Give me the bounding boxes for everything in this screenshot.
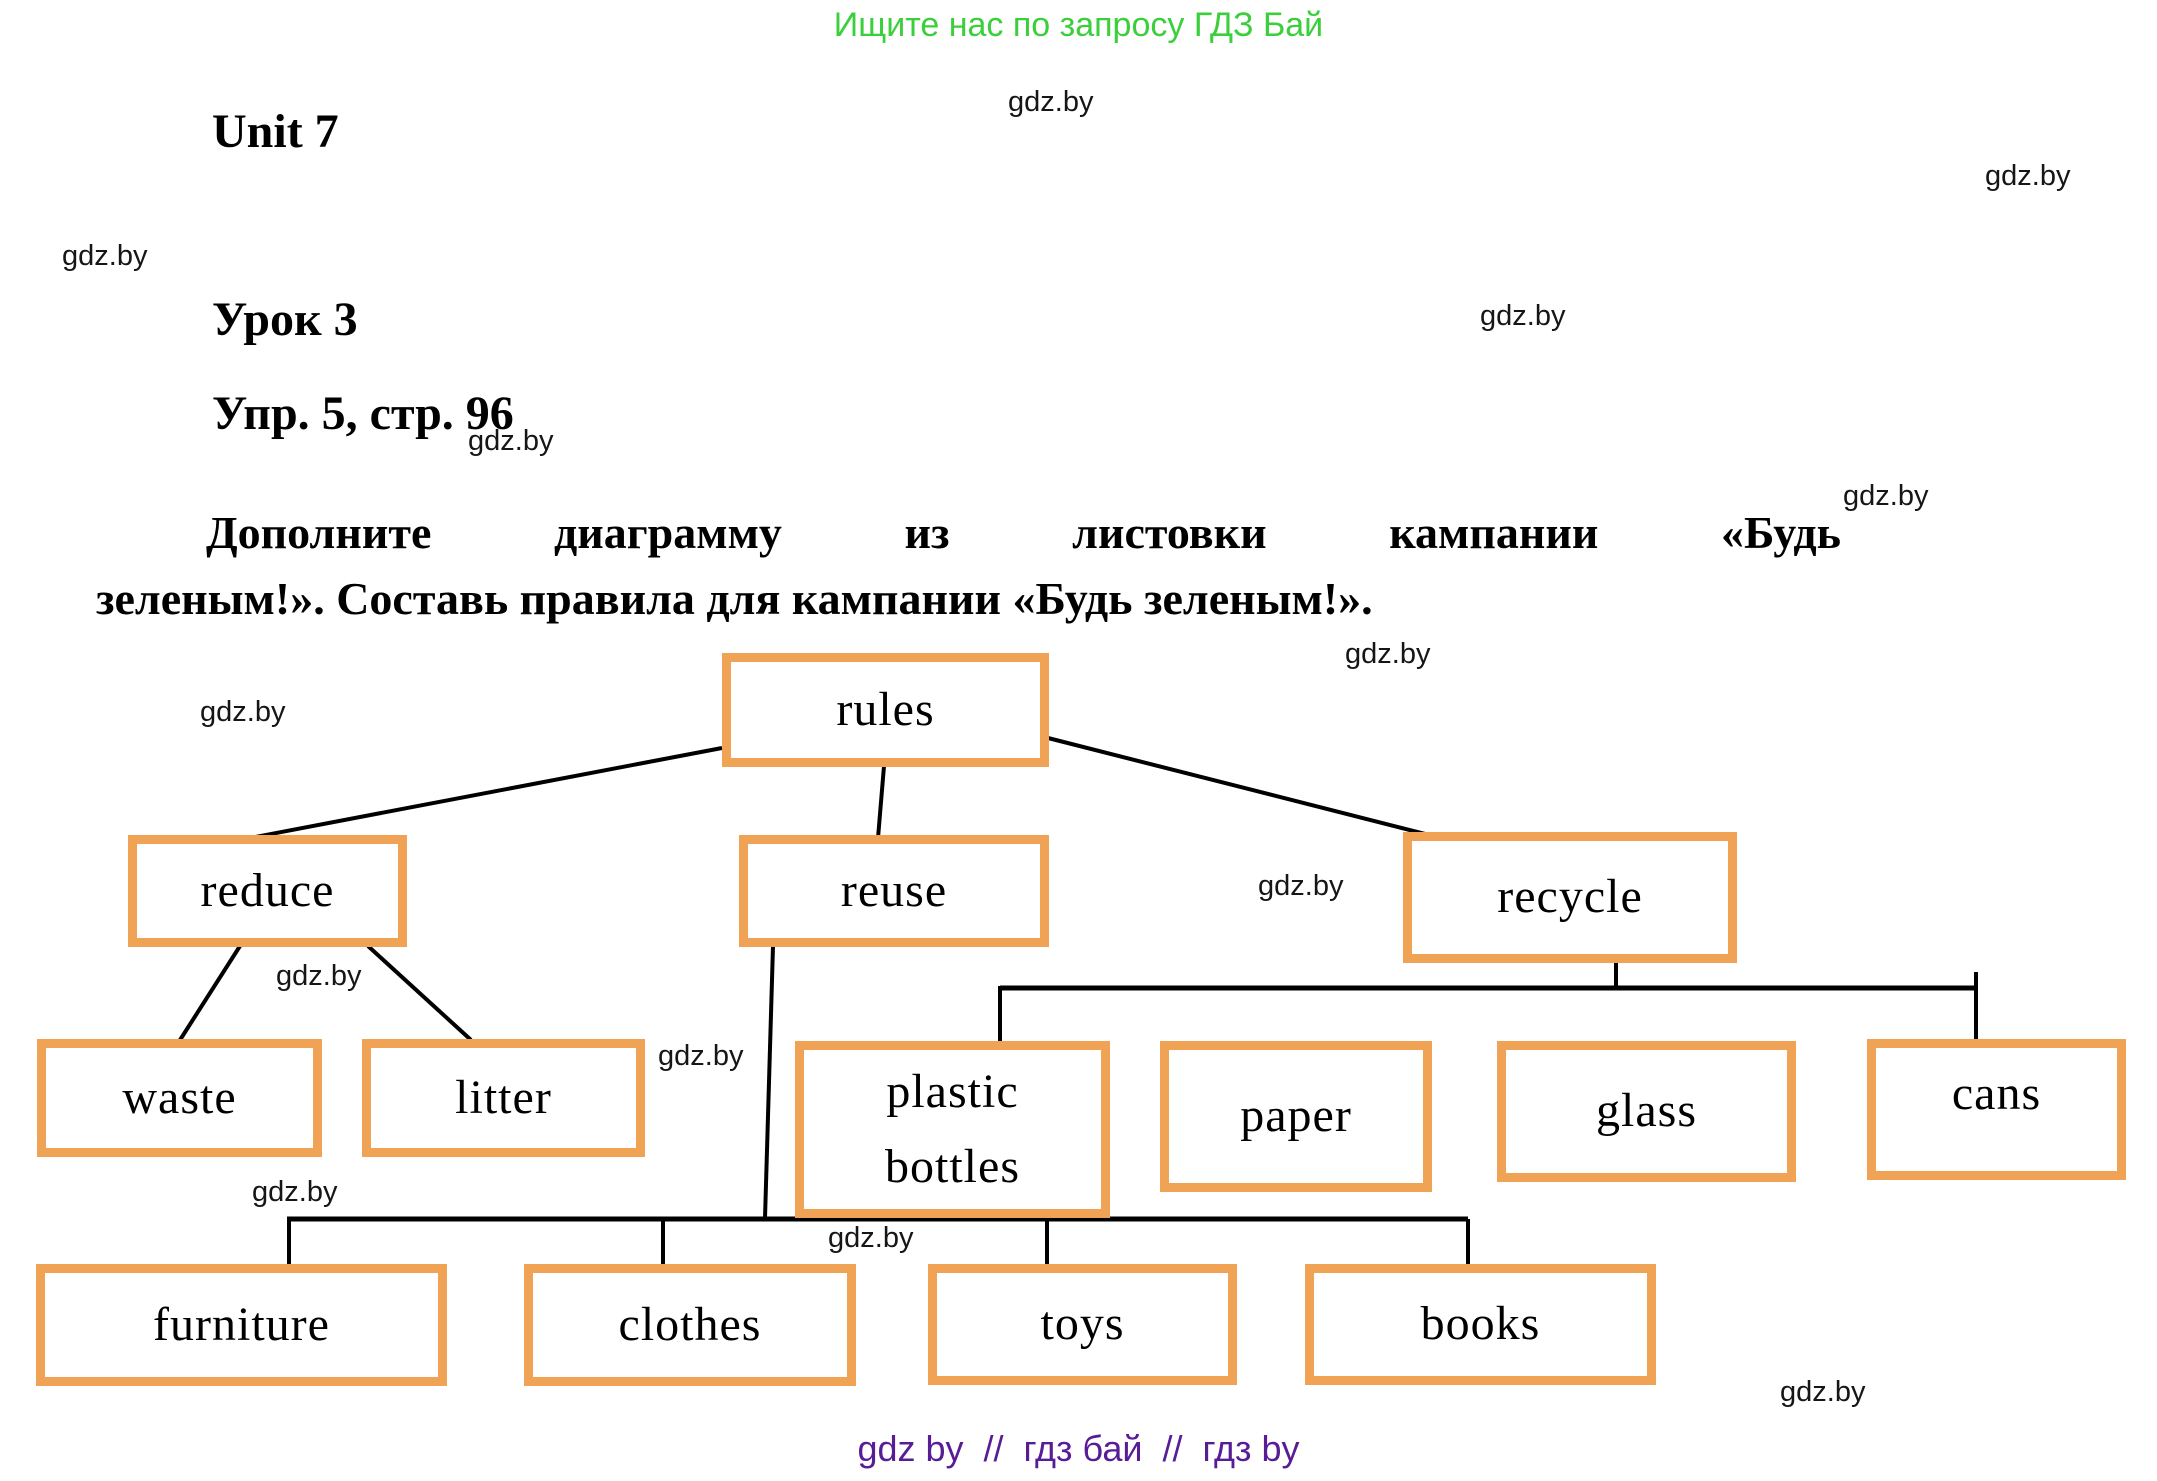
- node-books-label: books: [1420, 1297, 1541, 1351]
- node-waste-label: waste: [122, 1070, 237, 1124]
- node-cans: cans: [1867, 1039, 2126, 1180]
- node-toys: toys: [928, 1264, 1237, 1385]
- exercise-title: Упр. 5, стр. 96: [212, 387, 514, 440]
- gdz-watermark: gdz.by: [468, 425, 554, 457]
- task-text: Дополните диаграмму из листовки кампании…: [96, 500, 1841, 632]
- node-reuse: reuse: [739, 835, 1049, 947]
- node-glass-label: glass: [1596, 1084, 1697, 1138]
- gdz-watermark: gdz.by: [658, 1040, 744, 1072]
- node-plastic-bottles: plastic bottles: [795, 1041, 1110, 1218]
- gdz-watermark: gdz.by: [1843, 480, 1929, 512]
- node-reduce-label: reduce: [200, 863, 335, 917]
- lesson-title: Урок 3: [212, 293, 358, 346]
- node-clothes-label: clothes: [618, 1297, 762, 1351]
- node-waste: waste: [37, 1039, 322, 1157]
- edge-reduce-litter: [366, 944, 473, 1042]
- node-rules-label: rules: [836, 682, 935, 736]
- gdz-watermark: gdz.by: [200, 696, 286, 728]
- gdz-watermark: gdz.by: [828, 1222, 914, 1254]
- node-toys-label: toys: [1040, 1297, 1125, 1351]
- promo-banner: Ищите нас по запросу ГДЗ Бай: [833, 6, 1324, 44]
- edge-reduce-waste: [178, 944, 242, 1042]
- gdz-watermark: gdz.by: [1780, 1376, 1866, 1408]
- node-reuse-label: reuse: [840, 863, 948, 917]
- node-rules: rules: [722, 653, 1049, 767]
- gdz-watermark: gdz.by: [276, 960, 362, 992]
- gdz-watermark: gdz.by: [252, 1176, 338, 1208]
- node-litter: litter: [362, 1039, 645, 1157]
- gdz-watermark: gdz.by: [62, 240, 148, 272]
- gdz-watermark: gdz.by: [1008, 86, 1094, 118]
- node-clothes: clothes: [524, 1264, 856, 1386]
- node-litter-label: litter: [455, 1070, 552, 1124]
- gdz-watermark: gdz.by: [1985, 160, 2071, 192]
- footer-watermark: gdz by // гдз бай // гдз by: [857, 1428, 1300, 1469]
- gdz-watermark: gdz.by: [1258, 870, 1344, 902]
- node-paper: paper: [1160, 1041, 1432, 1192]
- unit-title: Unit 7: [212, 105, 339, 158]
- node-furniture: furniture: [36, 1264, 447, 1386]
- node-paper-label: paper: [1240, 1089, 1352, 1143]
- node-books: books: [1305, 1264, 1656, 1385]
- gdz-watermark: gdz.by: [1480, 300, 1566, 332]
- node-glass: glass: [1497, 1041, 1796, 1182]
- gdz-watermark: gdz.by: [1345, 638, 1431, 670]
- node-cans-label: cans: [1951, 1067, 2042, 1121]
- task-line-2: зеленым!». Составь правила для кампании …: [96, 573, 1373, 624]
- edge-reuse-dropline: [763, 945, 775, 1219]
- node-furniture-label: furniture: [153, 1297, 330, 1351]
- edge-rules-reuse: [876, 765, 886, 839]
- node-plastic-bottles-label: plastic bottles: [885, 1065, 1020, 1193]
- edge-rules-reduce: [249, 746, 723, 840]
- node-recycle-label: recycle: [1497, 870, 1643, 924]
- task-line-1: Дополните диаграмму из листовки кампании…: [206, 507, 1841, 558]
- node-recycle: recycle: [1403, 832, 1737, 963]
- node-reduce: reduce: [128, 835, 407, 947]
